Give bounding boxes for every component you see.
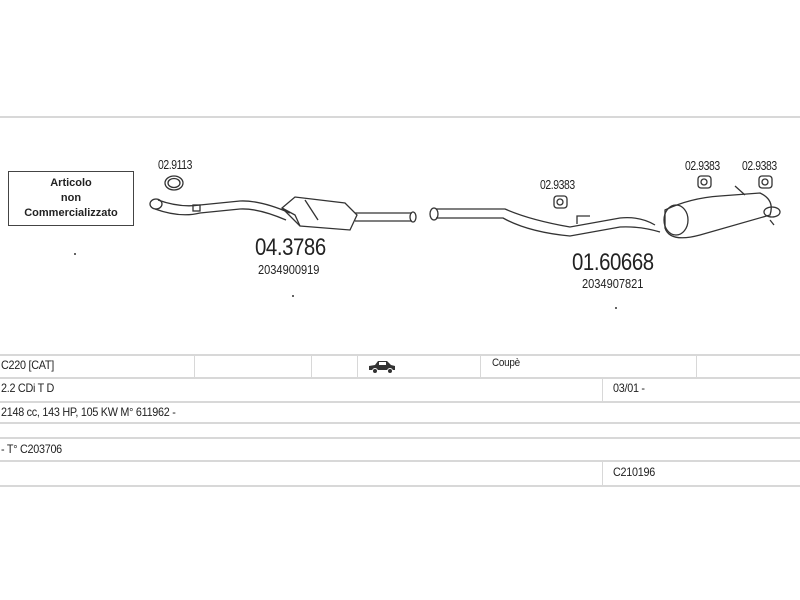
top-divider bbox=[0, 116, 800, 118]
col-divider bbox=[480, 356, 481, 377]
oem-code: 2034900919 bbox=[258, 262, 320, 277]
not-sold-line: non bbox=[60, 192, 82, 204]
front-pipe-catalyst bbox=[149, 196, 417, 231]
col-divider bbox=[602, 462, 603, 485]
row-divider bbox=[0, 401, 800, 403]
reference-code: C210196 bbox=[613, 465, 655, 479]
exhaust-diagram bbox=[74, 175, 781, 309]
hanger-code[interactable]: 02.9383 bbox=[540, 177, 575, 192]
col-divider bbox=[357, 356, 358, 377]
hanger-code[interactable]: 02.9383 bbox=[742, 158, 777, 173]
row-divider bbox=[0, 377, 800, 379]
part-code-catalyst[interactable]: 04.3786 bbox=[255, 234, 326, 261]
col-divider bbox=[311, 356, 312, 377]
row-divider bbox=[0, 485, 800, 487]
not-sold-line: Articolo bbox=[50, 177, 92, 189]
row-divider bbox=[0, 354, 800, 356]
body-type: Coupè bbox=[492, 357, 520, 369]
oem-code: 2034907821 bbox=[582, 276, 644, 291]
col-divider bbox=[696, 356, 697, 377]
col-divider bbox=[602, 379, 603, 401]
row-divider bbox=[0, 437, 800, 439]
gasket-code[interactable]: 02.9113 bbox=[158, 157, 193, 172]
chassis-number: - T° C203706 bbox=[1, 442, 62, 456]
row-divider bbox=[0, 460, 800, 462]
not-sold-box: Articolo non Commercializzato bbox=[8, 171, 134, 226]
part-code-muffler[interactable]: 01.60668 bbox=[572, 249, 654, 276]
hanger-icon bbox=[758, 175, 773, 189]
hanger-icon bbox=[553, 195, 568, 209]
row-divider bbox=[0, 422, 800, 424]
hanger-icon bbox=[697, 175, 712, 189]
date-range: 03/01 - bbox=[613, 381, 645, 395]
engine-specs: 2148 cc, 143 HP, 105 KW M° 611962 - bbox=[1, 405, 176, 419]
car-coupe-icon bbox=[369, 361, 395, 374]
rear-pipe-muffler bbox=[429, 185, 781, 239]
hanger-code[interactable]: 02.9383 bbox=[685, 158, 720, 173]
col-divider bbox=[194, 356, 195, 377]
model: C220 [CAT] bbox=[1, 358, 54, 372]
not-sold-line: Commercializzato bbox=[24, 207, 118, 219]
engine: 2.2 CDi T D bbox=[1, 381, 55, 395]
gasket-icon bbox=[164, 175, 184, 191]
